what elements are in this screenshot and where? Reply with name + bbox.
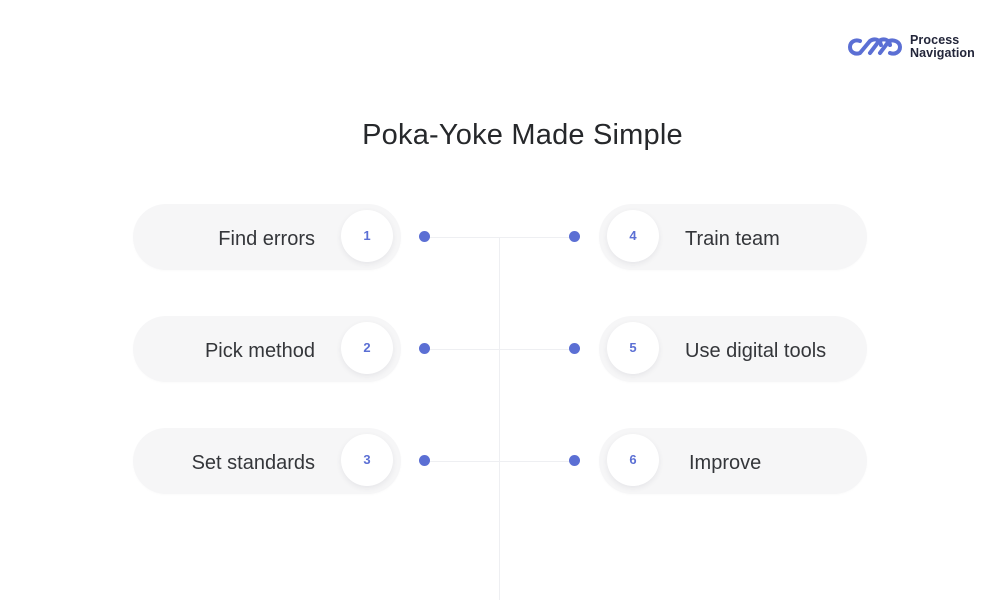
connector-dot-right-1: [569, 231, 580, 242]
step-card-3: Set standards 3: [133, 428, 401, 494]
brand-logo: Process Navigation: [846, 32, 975, 62]
connector-dot-right-3: [569, 455, 580, 466]
step-label: Train team: [685, 228, 780, 250]
connector-dot-left-1: [419, 231, 430, 242]
brand-line-2: Navigation: [910, 46, 975, 60]
step-number-badge: 3: [341, 434, 393, 486]
step-card-1: Find errors 1: [133, 204, 401, 270]
brand-line-1: Process: [910, 33, 960, 47]
center-divider-line: [499, 238, 500, 600]
step-number-badge: 6: [607, 434, 659, 486]
page-title: Poka-Yoke Made Simple: [362, 119, 683, 151]
step-number-badge: 1: [341, 210, 393, 262]
step-label: Use digital tools: [685, 340, 827, 362]
step-label: Set standards: [191, 452, 315, 474]
process-navigation-logo-icon: [847, 37, 903, 56]
step-label: Pick method: [204, 340, 315, 362]
connector-dot-left-2: [419, 343, 430, 354]
step-card-4: 4 Train team: [599, 204, 867, 270]
step-card-5: 5 Use digital tools: [599, 316, 867, 382]
step-number-badge: 2: [341, 322, 393, 374]
connector-dot-left-3: [419, 455, 430, 466]
connector-dot-right-2: [569, 343, 580, 354]
step-number-badge: 5: [607, 322, 659, 374]
step-card-2: Pick method 2: [133, 316, 401, 382]
connector-line-row-2: [425, 349, 575, 350]
step-label: Find errors: [218, 228, 315, 250]
connector-line-row-1: [425, 237, 575, 238]
brand-name: Process Navigation: [910, 34, 975, 60]
step-card-6: 6 Improve: [599, 428, 867, 494]
step-label: Improve: [689, 452, 762, 474]
connector-line-row-3: [425, 461, 575, 462]
step-number-badge: 4: [607, 210, 659, 262]
